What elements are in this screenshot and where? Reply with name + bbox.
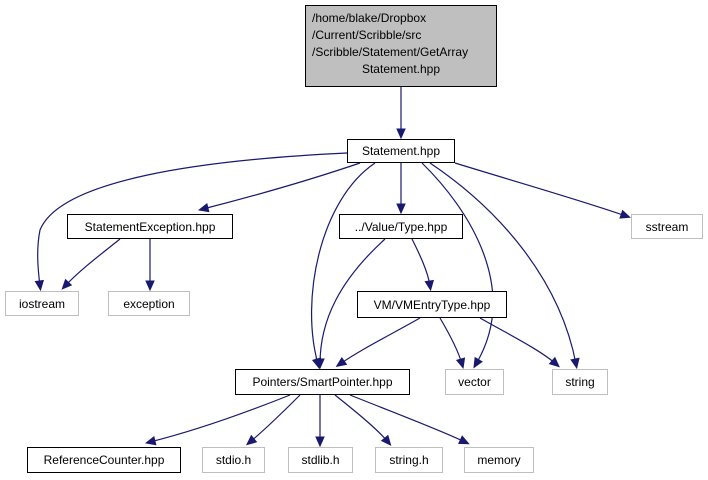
arrowhead-value_type-to-smart_pointer [315,358,325,370]
arrowhead-statement_exception-to-exception [145,280,155,292]
node-stdlib-h[interactable]: stdlib.h [288,447,353,473]
arrowhead-vm_entry_type-to-string [548,356,560,368]
node-memory[interactable]: memory [464,447,534,473]
arrowhead-vm_entry_type-to-smart_pointer [335,356,348,368]
arrowhead-smart_pointer-to-stdio [245,434,258,446]
node-string-h[interactable]: string.h [375,447,443,473]
node-string[interactable]: string [552,369,608,395]
arrowhead-root-to-statement [396,128,406,140]
node-root-file[interactable]: /home/blake/Dropbox /Current/Scribble/sr… [305,5,497,87]
edge-smart_pointer-to-memory [349,394,466,443]
root-path-line-1: /home/blake/Dropbox [312,11,427,25]
arrowhead-smart_pointer-to-reference_counter [144,436,157,446]
arrowhead-statement-to-vector [473,356,483,369]
node-exception[interactable]: exception [108,291,190,316]
edge-value_type-to-smart_pointer [319,238,386,365]
arrowhead-vm_entry_type-to-vector [455,357,466,369]
root-path-line-3: /Scribble/Statement/GetArray [312,45,469,59]
node-vector[interactable]: vector [445,369,504,395]
edge-statement-to-sstream [454,162,627,217]
edge-vm_entry_type-to-vector [439,317,463,365]
edge-statement-to-smart_pointer [310,162,376,365]
arrowhead-statement_exception-to-iostream [61,278,73,290]
edge-statement-to-iostream [37,152,348,287]
root-path-line-2: /Current/Scribble/src [312,28,422,42]
node-statement[interactable]: Statement.hpp [347,139,455,163]
node-smart-pointer[interactable]: Pointers/SmartPointer.hpp [235,369,410,395]
arrowhead-value_type-to-vm_entry_type [424,279,434,292]
node-stdio-h[interactable]: stdio.h [202,447,265,473]
arrowhead-statement-to-sstream [619,209,631,219]
arrowhead-statement-to-value_type [396,203,406,215]
edge-statement_exception-to-iostream [64,238,121,287]
arrowhead-smart_pointer-to-stdlib [315,436,325,448]
node-iostream[interactable]: iostream [5,291,79,316]
node-statement-exception[interactable]: StatementException.hpp [67,214,233,239]
edge-vm_entry_type-to-smart_pointer [339,317,421,365]
arrowhead-statement-to-string [570,357,580,370]
node-value-type[interactable]: ../Value/Type.hpp [339,214,463,239]
node-vm-entry-type[interactable]: VM/VMEntryType.hpp [357,291,507,318]
edge-smart_pointer-to-stdio [249,394,301,443]
edge-vm_entry_type-to-string [479,317,557,365]
edge-smart_pointer-to-string_h [334,394,389,443]
arrowhead-smart_pointer-to-string_h [380,434,392,447]
edge-statement-to-vector [421,162,494,365]
node-reference-counter[interactable]: ReferenceCounter.hpp [27,447,181,473]
edge-statement-to-statement_exception [202,162,361,210]
node-sstream[interactable]: sstream [631,214,703,239]
edge-value_type-to-vm_entry_type [411,238,431,287]
edge-statement-to-string [429,162,577,365]
arrowhead-statement-to-iostream [34,279,44,292]
edge-smart_pointer-to-reference_counter [149,394,291,443]
arrowhead-statement-to-statement_exception [197,203,210,213]
root-path-line-4: Statement.hpp [361,62,441,76]
arrowhead-smart_pointer-to-memory [458,435,470,445]
